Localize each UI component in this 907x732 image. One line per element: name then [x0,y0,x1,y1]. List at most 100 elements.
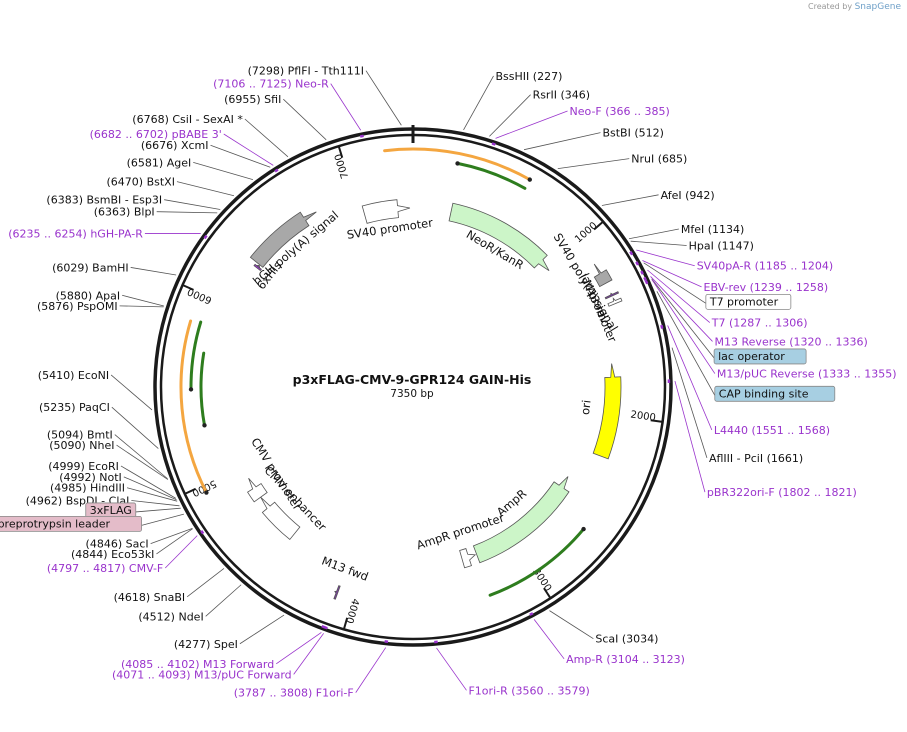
label-leader [116,444,169,480]
enzyme-label: (5235) PaqCI [39,401,110,414]
enzyme-label: (6768) CsiI - SexAI * [132,113,243,126]
feature-m13-rev [604,291,620,300]
label-leader [628,228,679,240]
orf-arcs [179,147,586,597]
outer-strand [153,127,673,647]
label-leader [205,584,242,617]
label-leader [210,144,271,168]
enzyme-label: RsrII (346) [533,89,590,102]
label-leader [135,507,181,513]
primer-mark [491,142,496,146]
tick-label: 6000 [186,285,214,305]
primer-label: Amp-R (3104 .. 3123) [566,653,685,666]
tick-mark [182,284,194,291]
label-leader [365,70,402,126]
label-leader [330,83,362,131]
feature-label: SV40 promoter [346,215,434,241]
feature-box-label: preprotrypsin leader [0,517,110,530]
enzyme-label: (6581) AgeI [127,156,192,169]
feature-box [0,516,142,532]
enzyme-label: (5094) BmtI [47,429,113,442]
feature-ori [592,363,622,460]
label-leader [642,260,702,288]
feature-lac-promoter [607,297,623,307]
feature-label: M13 fwd [320,554,371,584]
enzyme-label: (6029) BamHI [52,261,129,274]
feature-m13-fwd [333,585,341,600]
feature-hgh-poly-a-signal [249,211,317,268]
tick-label: 2000 [630,409,657,423]
feature-neor-kanr [448,202,550,272]
primer-mark [635,261,640,266]
feature-ampr-promoter [459,548,477,569]
label-leader [523,132,601,151]
enzyme-label: (4846) SacI [86,538,149,551]
enzyme-label: BssHII (227) [496,70,563,83]
enzyme-label: (5876) PspOMI [37,300,118,313]
primer-mark [529,612,534,616]
label-leader [671,347,708,458]
label-leader [463,75,494,131]
tick-mark [337,145,344,158]
enzyme-label: (6383) BsmBI - Esp3I [46,194,162,207]
enzyme-label: (4992) NotI [59,471,122,484]
tick-label: 3000 [530,566,553,593]
label-leader [193,161,254,180]
orf-green-top [456,161,527,190]
enzyme-label: (6676) XcmI [141,139,209,152]
enzyme-label: ScaI (3034) [595,633,658,646]
orf-green-left-b-end [202,423,207,428]
primer-label: EBV-rev (1239 .. 1258) [704,281,829,294]
enzyme-label: (4277) SpeI [174,638,238,651]
primer-mark [323,625,328,630]
tick-label: 1000 [573,220,599,245]
feature-box [705,293,792,310]
tick-label: 4000 [343,597,361,624]
orf-green-top-end [455,161,460,166]
label-leader [114,434,168,480]
feature-box-label: 3xFLAG [90,504,132,517]
enzyme-label: (4844) Eco53kI [71,548,154,561]
site-marks [200,134,671,644]
label-leader [276,632,322,665]
plasmid-name: p3xFLAG-CMV-9-GPR124 GAIN-His [293,372,532,387]
enzyme-label: MfeI (1134) [681,223,744,236]
label-leader [489,94,531,137]
primer-label: (3787 .. 3808) F1ori-F [234,687,354,700]
enzyme-label: AfeI (942) [661,189,715,202]
feature-cmv-promoter [247,477,268,503]
label-leader [150,527,193,545]
label-leader [667,325,713,431]
enzyme-label: (4999) EcoRI [48,460,119,473]
primer-mark [200,530,205,535]
tick-mark [650,419,663,423]
enzyme-label: (6955) SfiI [224,93,281,106]
label-leader [122,294,164,307]
label-leader [647,269,711,323]
feature-label: CMV promoter [248,435,304,513]
label-leader [636,249,695,267]
primer-label: M13 Reverse (1320 .. 1336) [715,335,868,348]
tick-mark [342,617,349,630]
label-leader [130,267,177,276]
primer-label: (6682 .. 6702) pBABE 3' [90,128,222,141]
orf-orange-left [179,319,208,495]
orf-green-amp [488,527,586,597]
primer-label: L4440 (1551 .. 1568) [714,424,830,437]
label-leader [436,647,467,691]
enzyme-label: (4985) HindIII [50,482,125,495]
enzyme-label: NruI (685) [631,153,687,166]
primer-mark [660,324,664,329]
label-leader [176,181,235,197]
primer-label: (4085 .. 4102) M13 Forward [121,658,274,671]
enzyme-label: (5410) EcoNI [38,369,109,382]
label-leader [557,158,630,170]
primer-label: T7 (1287 .. 1306) [711,317,808,330]
enzyme-label: (4512) NdeI [138,610,203,623]
enzyme-label: (5090) NheI [49,439,114,452]
primer-mark [203,234,208,240]
label-leader [293,633,324,675]
feature-cmv-enhancer [260,496,301,541]
enzyme-label: (6363) BlpI [94,206,155,219]
